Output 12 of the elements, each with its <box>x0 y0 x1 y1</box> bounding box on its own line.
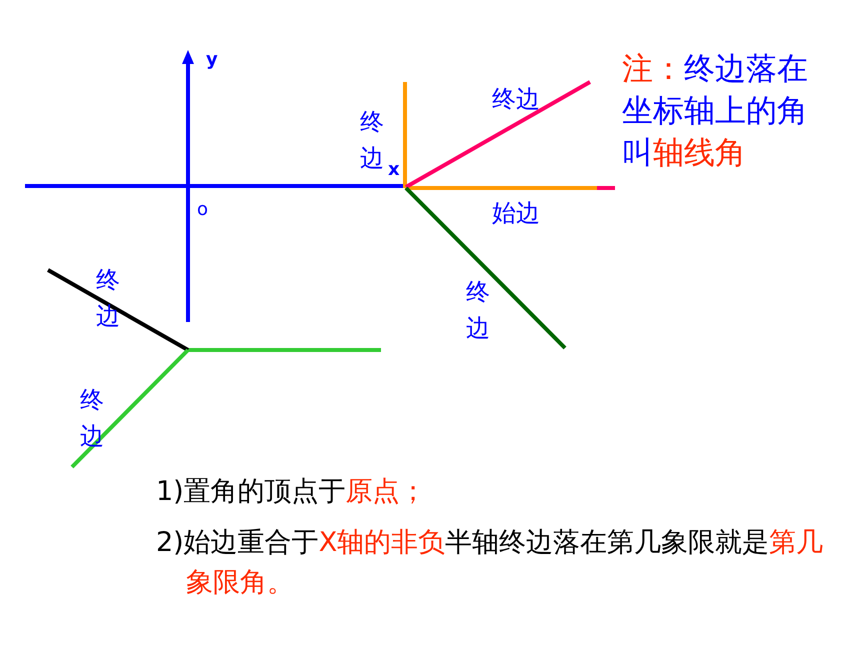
origin-label: o <box>197 198 210 222</box>
side-label: 终边 <box>492 84 541 114</box>
statement-text: 1)置角的顶点于原点； <box>156 475 428 509</box>
axis-label: x <box>388 158 401 182</box>
note-text: 注：终边落在坐标轴上的角叫轴线角 <box>622 50 809 173</box>
side-label: 终边 <box>96 265 121 332</box>
side-label: 终边 <box>466 277 491 344</box>
statement-text: 2)始边重合于X轴的非负半轴终边落在第几象限就是第几象限角。 <box>156 526 824 600</box>
side-label: 终边 <box>360 107 385 174</box>
side-label: 始边 <box>492 198 541 228</box>
side-label: 终边 <box>80 385 105 452</box>
axis-label: y <box>206 48 219 72</box>
